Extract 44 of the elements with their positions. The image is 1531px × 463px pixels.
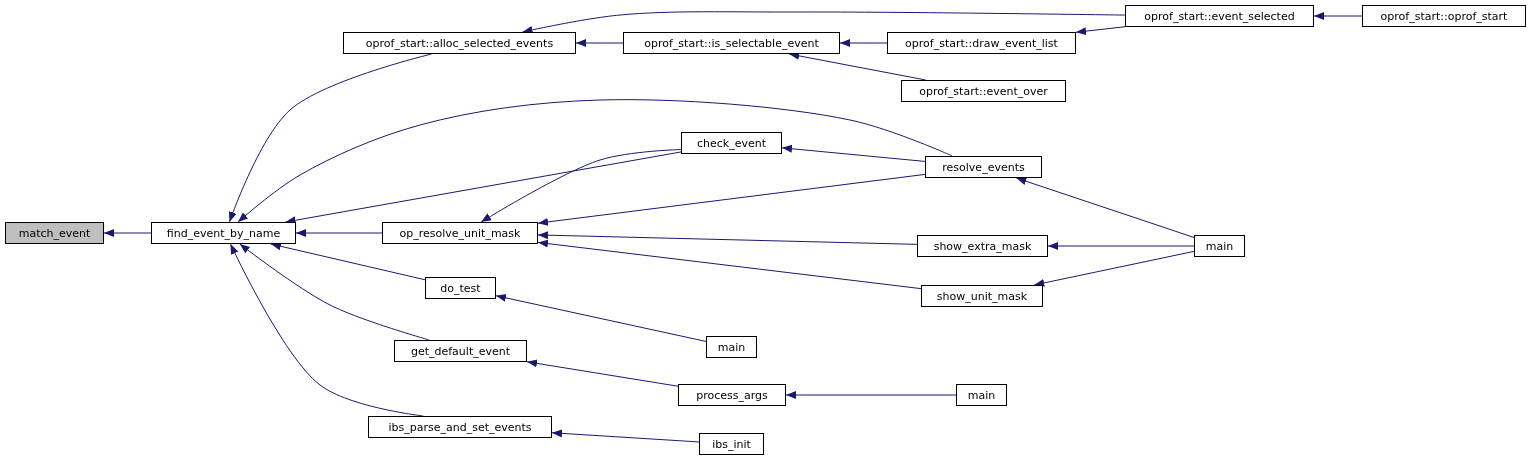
function-box: oprof_start::draw_event_list <box>887 32 1076 54</box>
arrow <box>239 243 430 341</box>
arrow <box>1033 250 1195 287</box>
function-box: oprof_start::oprof_start <box>1362 5 1526 27</box>
arrow <box>270 242 426 281</box>
arrow <box>495 293 707 342</box>
function-box: oprof_start::event_selected <box>1125 5 1314 27</box>
arrow <box>785 391 957 399</box>
function-box: main <box>706 336 757 358</box>
function-box: oprof_start::alloc_selected_events <box>343 32 576 54</box>
function-box: ibs_init <box>699 433 764 455</box>
arrow <box>575 39 624 47</box>
arrow <box>526 359 679 387</box>
function-box: resolve_events <box>925 156 1042 178</box>
arrow <box>1313 12 1363 20</box>
function-box: find_event_by_name <box>151 222 296 244</box>
arrow <box>537 173 926 226</box>
function-box: show_unit_mask <box>921 285 1043 307</box>
arrow <box>1075 26 1126 36</box>
arrow <box>103 229 152 237</box>
arrow <box>295 229 383 237</box>
function-box: main <box>956 384 1007 406</box>
function-box: op_resolve_unit_mask <box>382 222 538 244</box>
arrow <box>1015 177 1195 238</box>
function-box: do_test <box>425 277 496 299</box>
arrow <box>551 429 700 443</box>
arrow <box>537 239 922 290</box>
function-box: check_event <box>681 132 782 154</box>
arrow <box>839 39 888 47</box>
function-box: main <box>1194 235 1245 257</box>
arrow <box>480 149 682 223</box>
function-box: match_event <box>5 222 104 244</box>
function-box: oprof_start::is_selectable_event <box>623 32 840 54</box>
function-box: show_extra_mask <box>917 235 1048 257</box>
arrow <box>228 53 433 223</box>
arrow <box>522 11 1126 34</box>
arrow <box>781 144 926 162</box>
arrow <box>237 99 953 223</box>
function-box: oprof_start::event_over <box>901 80 1066 102</box>
arrow <box>1047 242 1195 250</box>
function-box: process_args <box>678 384 786 406</box>
arrow <box>537 231 918 245</box>
function-box: ibs_parse_and_set_events <box>368 416 552 438</box>
function-box: get_default_event <box>394 340 527 362</box>
